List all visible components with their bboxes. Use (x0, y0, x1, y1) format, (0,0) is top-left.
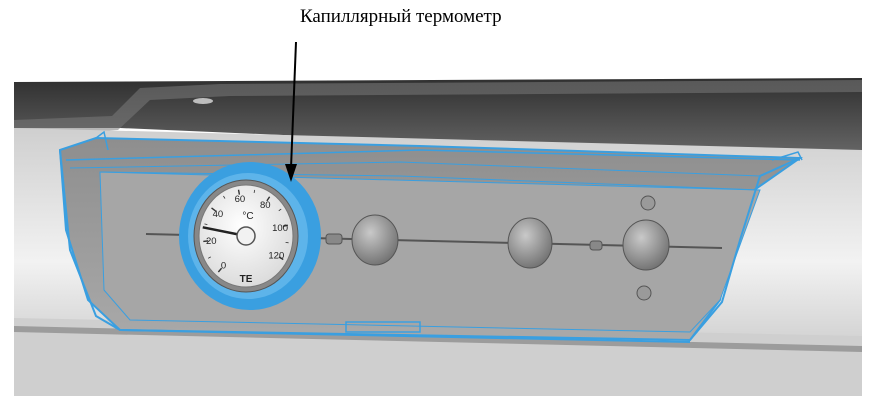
capillary-thermometer: 0 20 40 60 80 100 120 °C TE (179, 162, 321, 310)
needle-hub (237, 227, 255, 245)
dial-number: 40 (213, 209, 224, 220)
dial-number: 60 (235, 194, 246, 205)
indicator-light-top (641, 196, 655, 210)
rod-clip-1 (326, 234, 342, 244)
dial-number: 120 (268, 251, 284, 262)
rod-clip-2 (590, 241, 602, 250)
thermometer-logo: TE (240, 274, 253, 285)
knob-2 (508, 218, 552, 268)
knob-1 (352, 215, 398, 265)
dial-number: 20 (206, 236, 217, 247)
thermometer-unit: °C (242, 211, 253, 222)
dial-number: 0 (221, 261, 226, 272)
dial-number: 100 (272, 223, 288, 234)
callout-label: Капиллярный термометр (300, 6, 502, 28)
indicator-light-bottom (637, 286, 651, 300)
knob-3 (623, 220, 669, 270)
dial-number: 80 (260, 200, 271, 211)
top-screw (193, 98, 213, 104)
